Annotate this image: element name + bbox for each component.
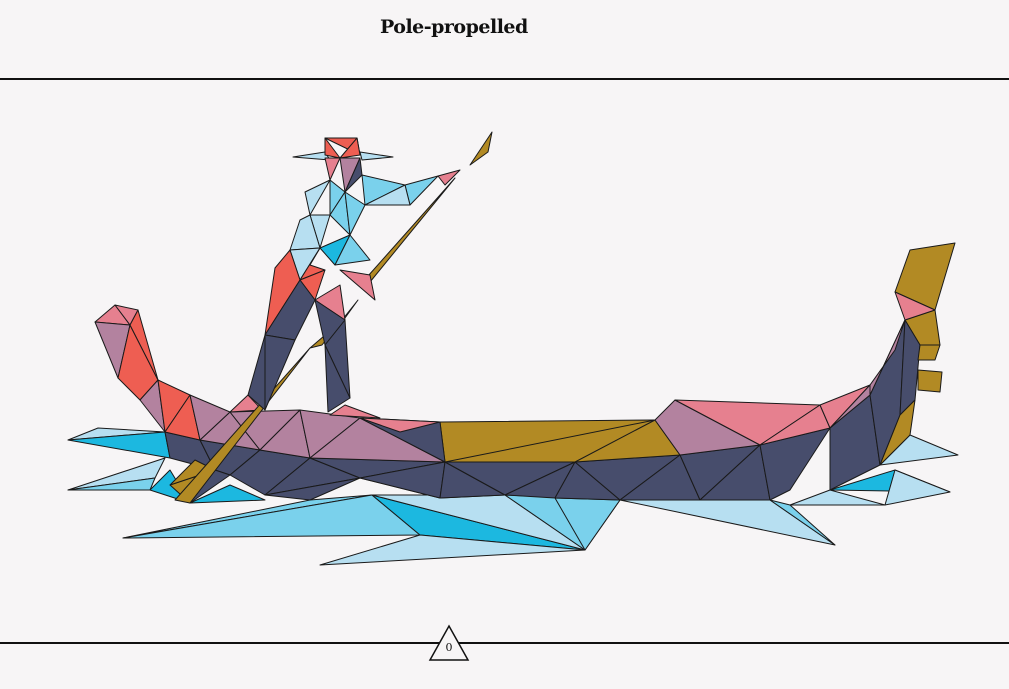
gondola-gold-panels — [169, 419, 681, 504]
bottom-divider — [0, 642, 1009, 644]
top-divider — [0, 78, 1009, 80]
gondolier-figure — [247, 137, 461, 413]
gondola-puzzle-canvas[interactable] — [0, 80, 1009, 642]
gondola-stern — [879, 242, 956, 466]
gondola-bow — [94, 304, 263, 441]
triangle-counter-icon — [428, 624, 470, 661]
pole-icon — [174, 131, 493, 504]
gondola-deck — [199, 319, 906, 463]
gondola-illustration — [67, 131, 959, 566]
page-title: Pole-propelled — [380, 16, 528, 38]
counter-value: 0 — [445, 641, 453, 654]
